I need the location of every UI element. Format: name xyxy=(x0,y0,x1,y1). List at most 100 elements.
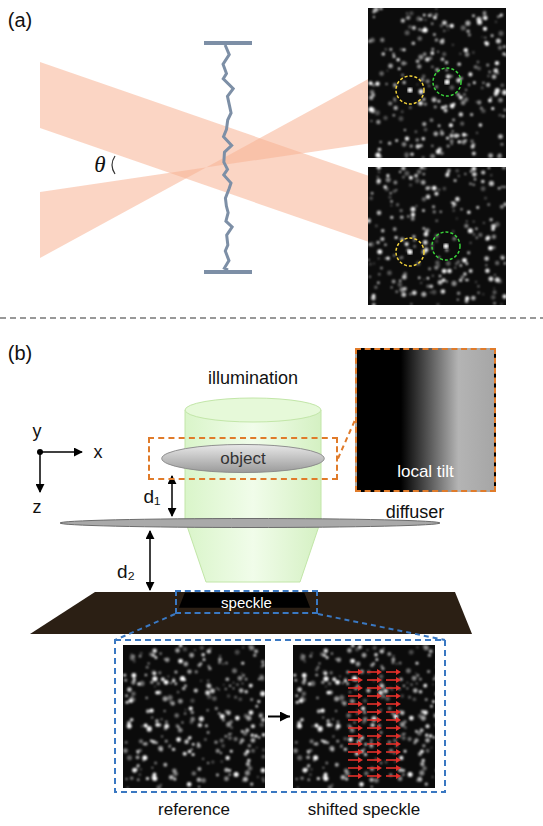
speckle-grain xyxy=(401,74,403,76)
speckle-grain xyxy=(225,688,227,690)
speckle-grain xyxy=(149,709,153,713)
speckle-grain xyxy=(331,784,333,786)
speckle-grain xyxy=(502,90,506,95)
speckle-grain xyxy=(325,686,327,688)
speckle-grain xyxy=(322,716,324,718)
speckle-grain xyxy=(460,208,462,210)
speckle-grain xyxy=(234,772,239,777)
speckle-grain xyxy=(432,700,435,703)
speckle-grain xyxy=(329,746,334,751)
speckle-grain xyxy=(432,290,437,295)
speckle-grain xyxy=(169,775,174,780)
speckle-grain xyxy=(504,186,506,188)
speckle-grain xyxy=(404,733,406,735)
speckle-grain xyxy=(497,154,502,158)
bright-spot xyxy=(444,79,449,84)
label-text: y xyxy=(33,421,42,442)
speckle-grain xyxy=(380,237,384,241)
speckle-grain xyxy=(333,736,335,738)
speckle-grain xyxy=(418,55,423,60)
speckle-grain xyxy=(471,296,476,301)
speckle-grain xyxy=(146,709,150,713)
speckle-grain xyxy=(476,206,479,209)
speckle-grain xyxy=(497,72,499,74)
speckle-grain xyxy=(164,680,169,685)
speckle-grain xyxy=(431,145,433,147)
speckle-grain xyxy=(485,264,487,266)
speckle-grain xyxy=(373,262,375,264)
speckle-grain xyxy=(324,772,328,776)
speckle-grain xyxy=(131,692,136,697)
speckle-grain xyxy=(484,37,486,39)
speckle-grain xyxy=(447,29,449,31)
speckle-grain xyxy=(368,259,369,261)
speckle-grain xyxy=(362,653,367,658)
speckle-grain xyxy=(177,691,179,693)
speckle-grain xyxy=(380,649,384,653)
arrow-shaft xyxy=(348,703,359,705)
shift-arrow xyxy=(386,685,401,691)
speckle-grain xyxy=(498,31,503,36)
speckle-grain xyxy=(251,734,254,737)
speckle-grain xyxy=(465,52,470,57)
arrow-head xyxy=(377,677,382,683)
arrow-head xyxy=(396,693,401,699)
speckle-grain xyxy=(501,143,504,146)
speckle-texture xyxy=(368,167,506,305)
object-disk xyxy=(162,444,325,472)
speckle-grain xyxy=(441,57,445,61)
speckle-grain xyxy=(412,42,415,45)
speckle-grain xyxy=(335,763,339,767)
speckle-grain xyxy=(163,696,168,701)
speckle-grain xyxy=(377,176,379,178)
shift-arrow xyxy=(348,765,363,771)
shift-arrow xyxy=(348,725,363,731)
speckle-grain xyxy=(420,728,424,732)
speckle-grain xyxy=(421,180,426,185)
speckle-grain xyxy=(418,752,422,756)
speckle-grain xyxy=(263,780,265,782)
speckle-grain xyxy=(412,235,415,238)
tilt-inset: local tilt xyxy=(355,348,496,492)
speckle-grain xyxy=(495,21,497,23)
speckle-grain xyxy=(152,676,157,681)
speckle-grain xyxy=(472,172,477,177)
speckle-grain xyxy=(423,240,428,245)
speckle-grain xyxy=(443,187,447,191)
speckle-grain xyxy=(481,170,485,174)
speckle-grain xyxy=(378,258,380,260)
speckle-grain xyxy=(500,99,502,101)
speckle-grain xyxy=(483,27,487,31)
speckle-grain xyxy=(226,677,230,681)
speckle-grain xyxy=(189,706,193,710)
speckle-grain xyxy=(440,131,444,135)
speckle-grain xyxy=(221,760,223,762)
speckle-grain xyxy=(481,186,486,191)
speckle-grain xyxy=(432,275,434,277)
speckle-grain xyxy=(498,46,502,50)
speckle-grain xyxy=(434,192,438,196)
connector-arrow xyxy=(268,716,290,718)
speckle-grain xyxy=(377,249,382,254)
speckle-grain xyxy=(230,733,232,735)
speckle-grain xyxy=(422,156,425,158)
speckle-grain xyxy=(386,177,391,182)
speckle-grain xyxy=(195,670,198,673)
illumination-beam xyxy=(185,410,321,582)
speckle-grain xyxy=(417,36,422,41)
speckle-grain xyxy=(470,170,472,172)
speckle-grain xyxy=(192,753,195,756)
speckle-grain xyxy=(364,753,367,756)
speckle-grain xyxy=(422,122,426,126)
speckle-grain xyxy=(450,139,454,143)
speckle-grain xyxy=(477,100,481,104)
speckle-grain xyxy=(236,683,238,685)
speckle-grain xyxy=(415,178,420,183)
diffuser-disk xyxy=(60,519,440,528)
speckle-grain xyxy=(212,696,217,701)
speckle-grain xyxy=(123,748,128,753)
speckle-grain xyxy=(396,203,399,206)
speckle-grain xyxy=(224,768,229,773)
arrow-head xyxy=(396,669,401,675)
speckle-grain xyxy=(168,745,171,748)
